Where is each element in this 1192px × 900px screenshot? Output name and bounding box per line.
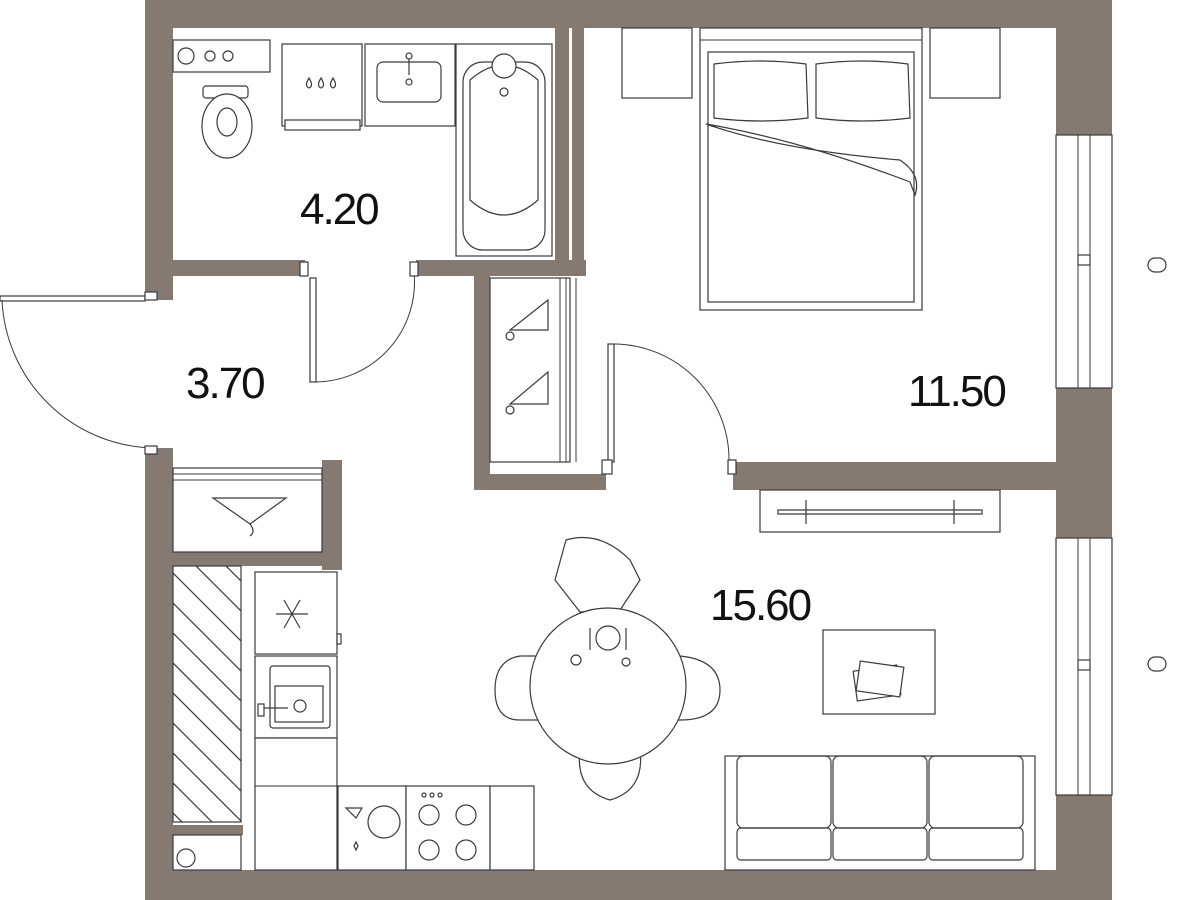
window-icon: [1055, 134, 1113, 389]
room-area-hallway: 3.70: [186, 359, 264, 408]
walls: [145, 0, 1112, 900]
sink-icon: [364, 43, 456, 127]
room-area-bathroom: 4.20: [300, 185, 378, 234]
ventilation-panel: [172, 39, 271, 73]
dishwasher-icon: [337, 785, 407, 871]
dining-table-icon: [494, 536, 721, 801]
tv-icon: [759, 489, 1001, 533]
entrance-door: [0, 291, 158, 455]
bathtub-icon: [455, 43, 553, 257]
sofa-icon: [724, 755, 1036, 871]
kitchen-counter: [489, 785, 535, 871]
wardrobe-hanger-icon: [172, 467, 323, 553]
bed-icon: [699, 27, 923, 311]
stove-icon: [405, 785, 491, 871]
room-area-bedroom: 11.50: [908, 367, 1005, 416]
fridge-snowflake-icon: [254, 571, 342, 655]
window-marker: [1147, 257, 1167, 273]
kitchen-counter: [254, 737, 338, 871]
nightstand: [621, 27, 693, 99]
kitchen-sink-icon: [254, 655, 338, 739]
coffee-table-icon: [822, 629, 936, 715]
toilet-icon: [201, 85, 253, 159]
nightstand: [929, 27, 1001, 99]
room-area-living-kitchen: 15.60: [710, 581, 811, 630]
wardrobe-hanger-icon: [489, 277, 577, 463]
window-icon: [1055, 537, 1113, 796]
bathroom-door: [299, 261, 419, 383]
washing-machine-icon: [281, 43, 363, 131]
bedroom-door: [601, 343, 737, 475]
ventilation-shaft: [172, 565, 242, 823]
counter-corner: [172, 834, 242, 871]
window-marker: [1147, 656, 1167, 672]
